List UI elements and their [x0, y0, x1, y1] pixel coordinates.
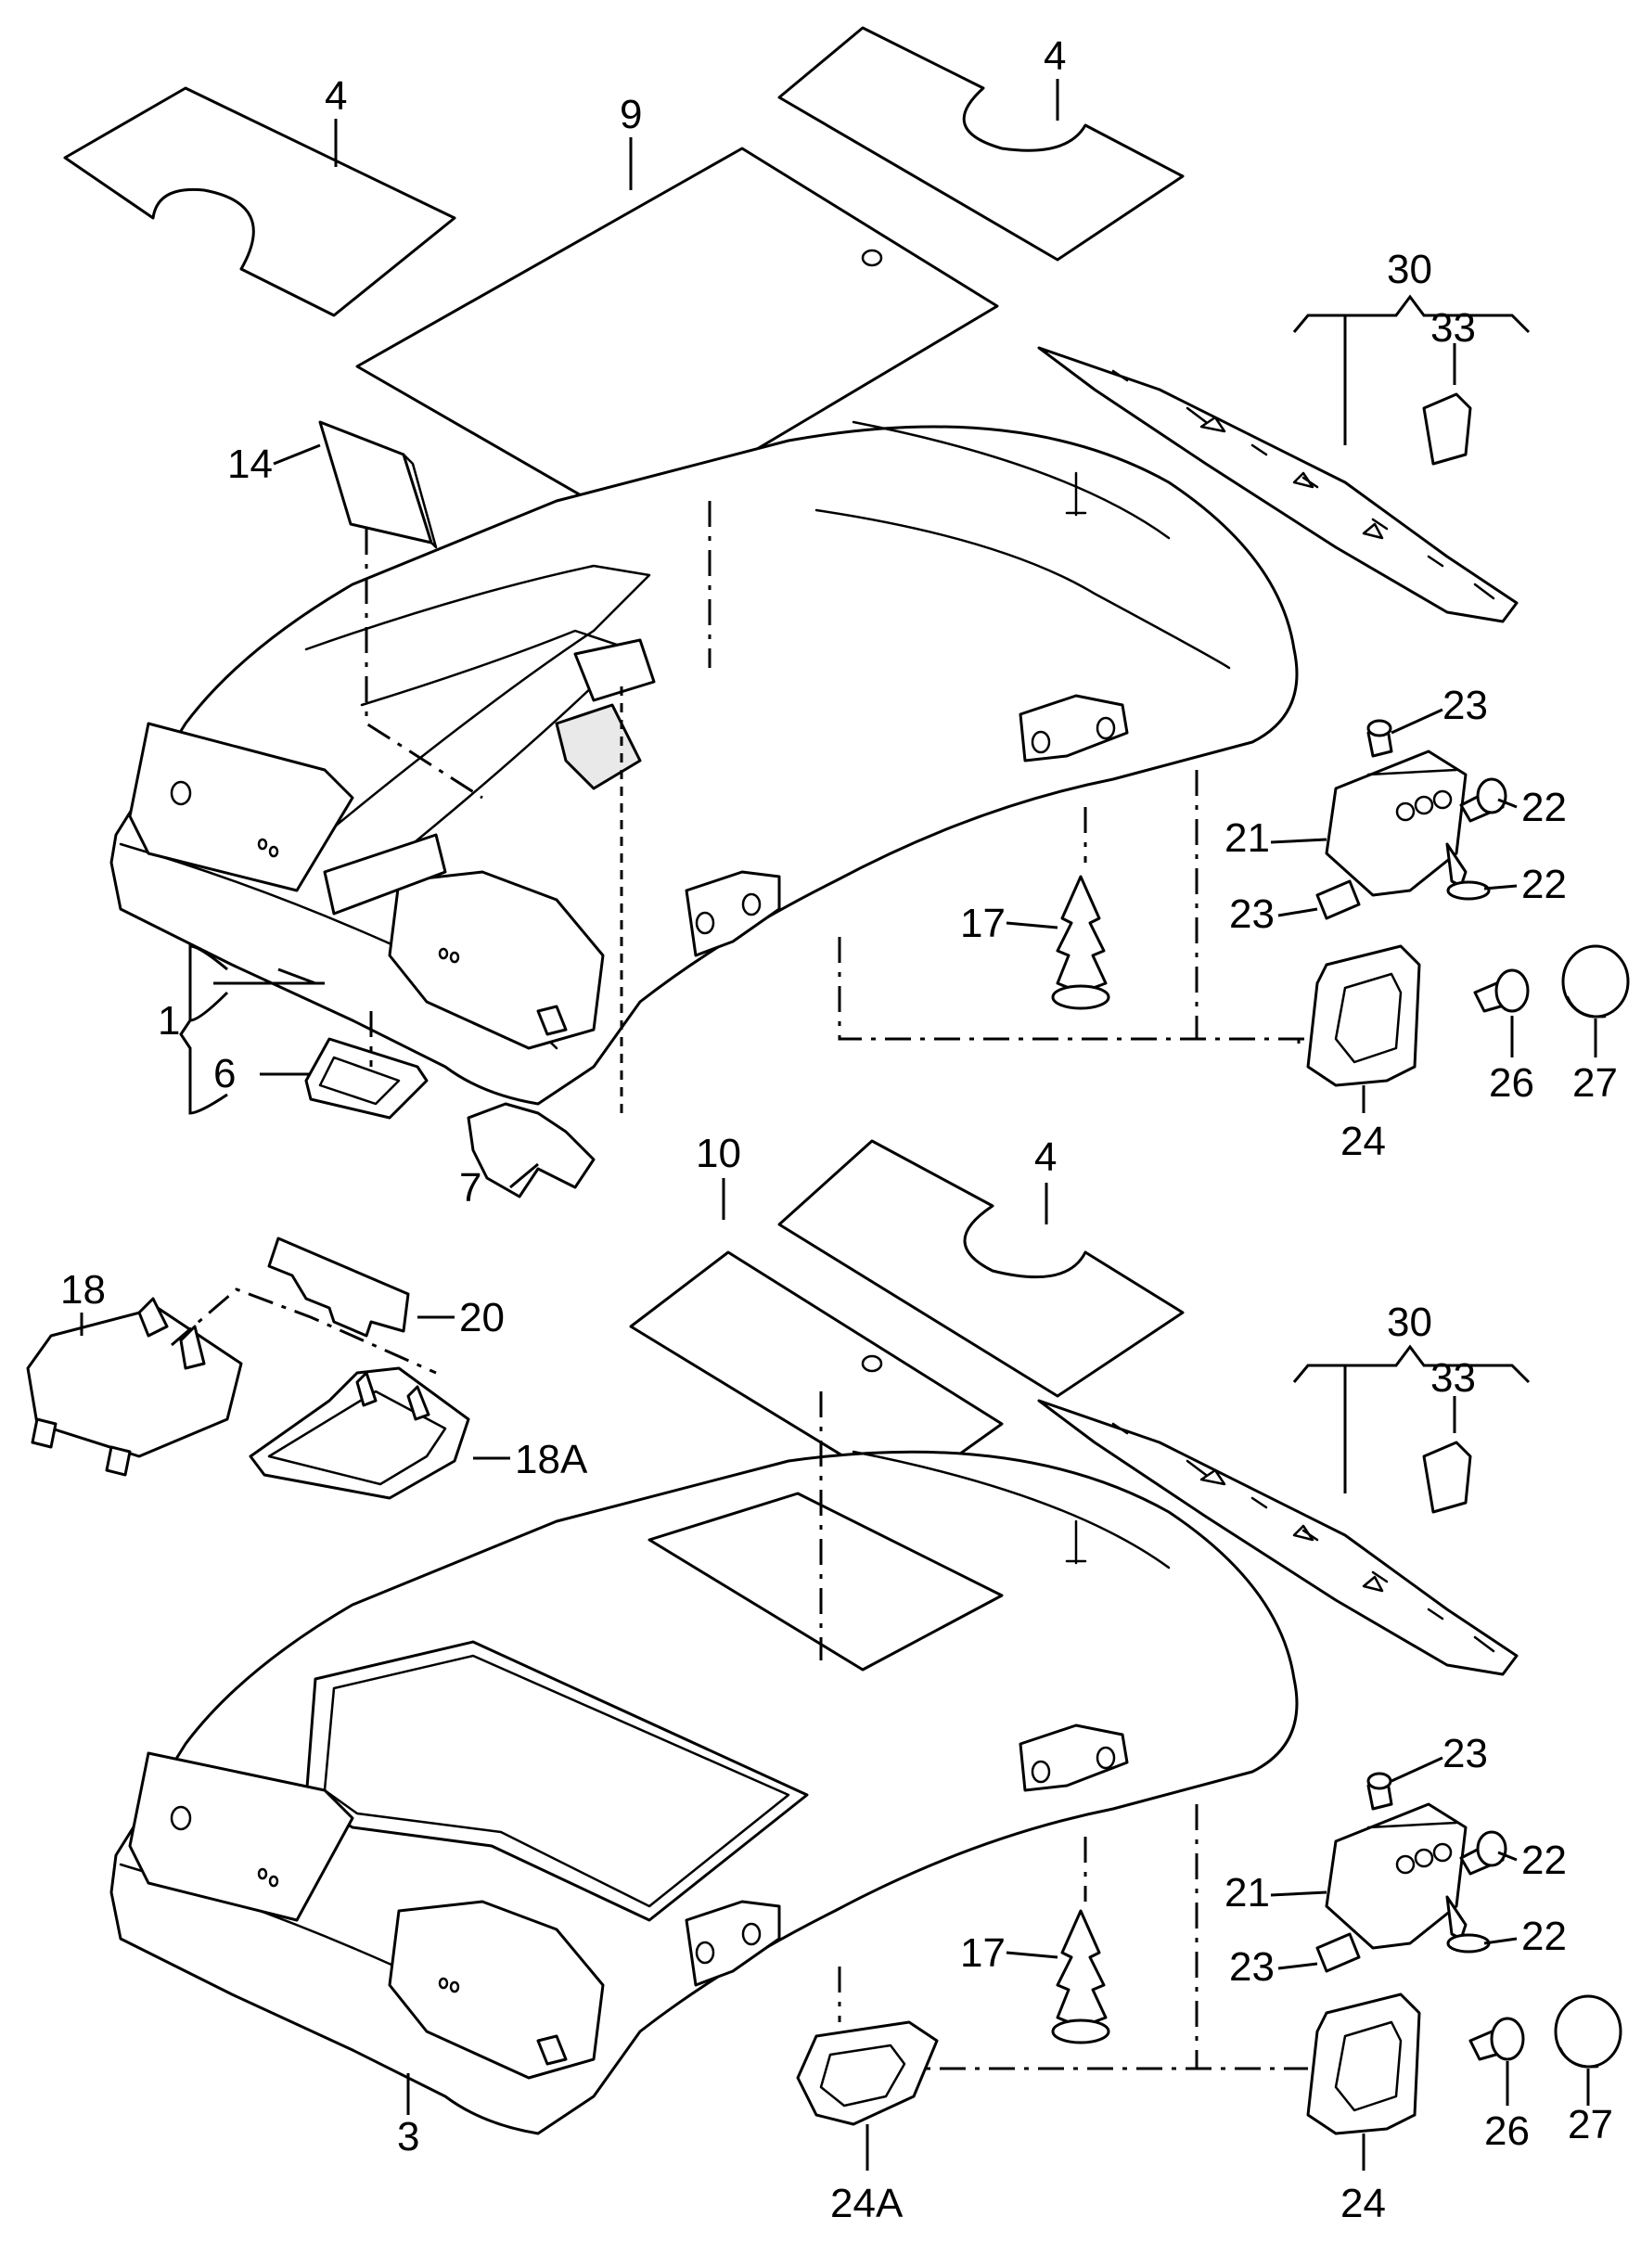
alignment-lines-18: [171, 1288, 437, 1375]
label-18A: 18A: [515, 1437, 588, 1482]
cap-27-lower: [1554, 1994, 1622, 2069]
roof-rail-lower: [1037, 1344, 1531, 1676]
clip-17-lower: [1051, 1909, 1110, 2044]
clip-17-upper: [1051, 875, 1110, 1010]
label-30: 30: [1387, 247, 1432, 292]
roof-rail-upper: [1037, 294, 1531, 623]
label-30: 30: [1387, 1300, 1432, 1345]
label-22: 22: [1521, 862, 1567, 907]
alignment-lines-upper: [365, 501, 1308, 1113]
handle-bezel-24-lower: [1306, 1993, 1421, 2135]
label-4: 4: [325, 73, 347, 119]
label-1: 1: [158, 998, 180, 1044]
label-22: 22: [1521, 1914, 1567, 1959]
label-3: 3: [397, 2114, 419, 2159]
dome-light-6: [304, 1037, 429, 1120]
label-24A: 24A: [830, 2181, 904, 2226]
label-33: 33: [1430, 1355, 1476, 1401]
label-26: 26: [1484, 2108, 1530, 2154]
label-18: 18: [60, 1267, 106, 1313]
cover-20: [267, 1237, 410, 1338]
label-21: 21: [1224, 815, 1270, 861]
label-22: 22: [1521, 785, 1567, 830]
label-20: 20: [459, 1295, 505, 1340]
label-17: 17: [960, 1930, 1006, 1976]
insulation-pad-lower: [777, 1139, 1185, 1398]
label-7: 7: [459, 1165, 481, 1211]
screw-26-lower: [1468, 2017, 1525, 2061]
headliner-1: [109, 420, 1299, 1106]
label-4: 4: [1044, 33, 1066, 79]
label-21: 21: [1224, 1870, 1270, 1916]
handle-bezel-24A: [796, 2020, 939, 2126]
label-14: 14: [227, 442, 273, 487]
label-23: 23: [1229, 1944, 1275, 1990]
label-6: 6: [213, 1051, 236, 1096]
screw-26-upper: [1473, 968, 1530, 1013]
label-4: 4: [1034, 1134, 1057, 1180]
label-24: 24: [1340, 1119, 1386, 1164]
cap-27-upper: [1561, 944, 1630, 1019]
handle-bezel-24-upper: [1306, 944, 1421, 1087]
sunvisor-bracket-upper: [1315, 719, 1507, 920]
label-23: 23: [1442, 1731, 1488, 1776]
label-10: 10: [696, 1131, 741, 1176]
alignment-lines-lower: [819, 1391, 1308, 2070]
pad-14: [318, 420, 438, 549]
label-27: 27: [1572, 1060, 1618, 1106]
part-labels: 4 4 9 30 33 14 23 22 21 22 17 23 1 6 26 …: [60, 33, 1618, 2226]
label-22: 22: [1521, 1838, 1567, 1883]
leader-lines: [80, 79, 1597, 2171]
label-27: 27: [1568, 2102, 1613, 2147]
label-23: 23: [1442, 683, 1488, 728]
bracket-7: [467, 1102, 596, 1198]
label-24: 24: [1340, 2181, 1386, 2226]
label-9: 9: [620, 92, 642, 137]
insulation-pad-top-right: [777, 26, 1185, 262]
label-17: 17: [960, 901, 1006, 946]
sunvisor-bracket-lower: [1315, 1772, 1507, 1973]
label-26: 26: [1489, 1060, 1534, 1106]
label-33: 33: [1430, 305, 1476, 351]
insulation-pad-top-left: [63, 86, 456, 317]
label-23: 23: [1229, 891, 1275, 937]
headliner-3-sunroof: [109, 1450, 1299, 2135]
console-18: [26, 1297, 243, 1477]
console-frame-18A: [249, 1366, 470, 1500]
